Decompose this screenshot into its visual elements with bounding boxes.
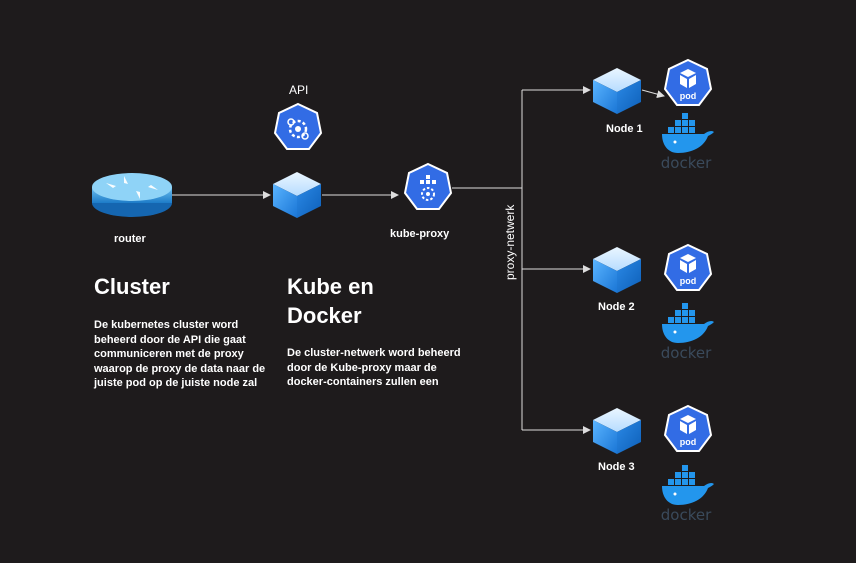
proxy-netwerk-label: proxy-netwerk (503, 204, 517, 280)
router-icon (92, 173, 172, 217)
cluster-title: Cluster (94, 274, 170, 299)
kube-docker-description-line: De cluster-netwerk word beheerd (287, 347, 461, 359)
cluster-description-line: juiste pod op de juiste node zal (94, 377, 258, 389)
node-1-label: Node 1 (606, 123, 643, 135)
cube-icon (273, 172, 321, 218)
node-cube-icon (593, 247, 641, 293)
cluster-description-line: waarop de proxy de data naar de (94, 362, 266, 375)
kube-docker-description: De cluster-netwerk word beheerd door de … (287, 346, 461, 390)
docker-label: docker (661, 154, 712, 172)
node-cube-icon (593, 408, 641, 454)
node-2-label: Node 2 (598, 301, 635, 313)
kube-docker-title-line: Kube en (287, 274, 374, 299)
docker-label: docker (661, 506, 712, 524)
pod-label: pod (680, 276, 697, 286)
kube-docker-description-line: door de Kube-proxy maar de (287, 361, 437, 374)
cluster-description-line: De kubernetes cluster word (94, 319, 239, 331)
node-cube-icon (593, 68, 641, 114)
docker-label: docker (661, 344, 712, 362)
cluster-description-line: beheerd door de API die gaat (94, 333, 246, 346)
pod-label: pod (680, 437, 697, 447)
kube-docker-description-line: docker-containers zullen een (287, 376, 439, 388)
pod-icon: pod (663, 58, 713, 106)
pod-label: pod (680, 91, 697, 101)
connectors (172, 86, 665, 434)
router-label: router (114, 233, 146, 245)
kube-docker-title-line: Docker (287, 303, 362, 328)
kube-docker-title: Kube en Docker (287, 272, 374, 330)
node1-to-pod-connector (641, 89, 665, 99)
pod-icon: pod (663, 404, 713, 452)
api-icon (273, 102, 323, 150)
node-3-label: Node 3 (598, 461, 635, 473)
cluster-description-line: communiceren met de proxy (94, 348, 244, 360)
docker-icon: docker (661, 465, 714, 524)
kube-proxy-icon (403, 162, 453, 210)
api-label: API (289, 83, 309, 97)
cluster-description: De kubernetes cluster word beheerd door … (94, 318, 265, 391)
docker-icon: docker (661, 303, 714, 362)
kube-proxy-label: kube-proxy (390, 228, 450, 240)
docker-icon: docker (661, 113, 714, 172)
pod-icon: pod (663, 243, 713, 291)
